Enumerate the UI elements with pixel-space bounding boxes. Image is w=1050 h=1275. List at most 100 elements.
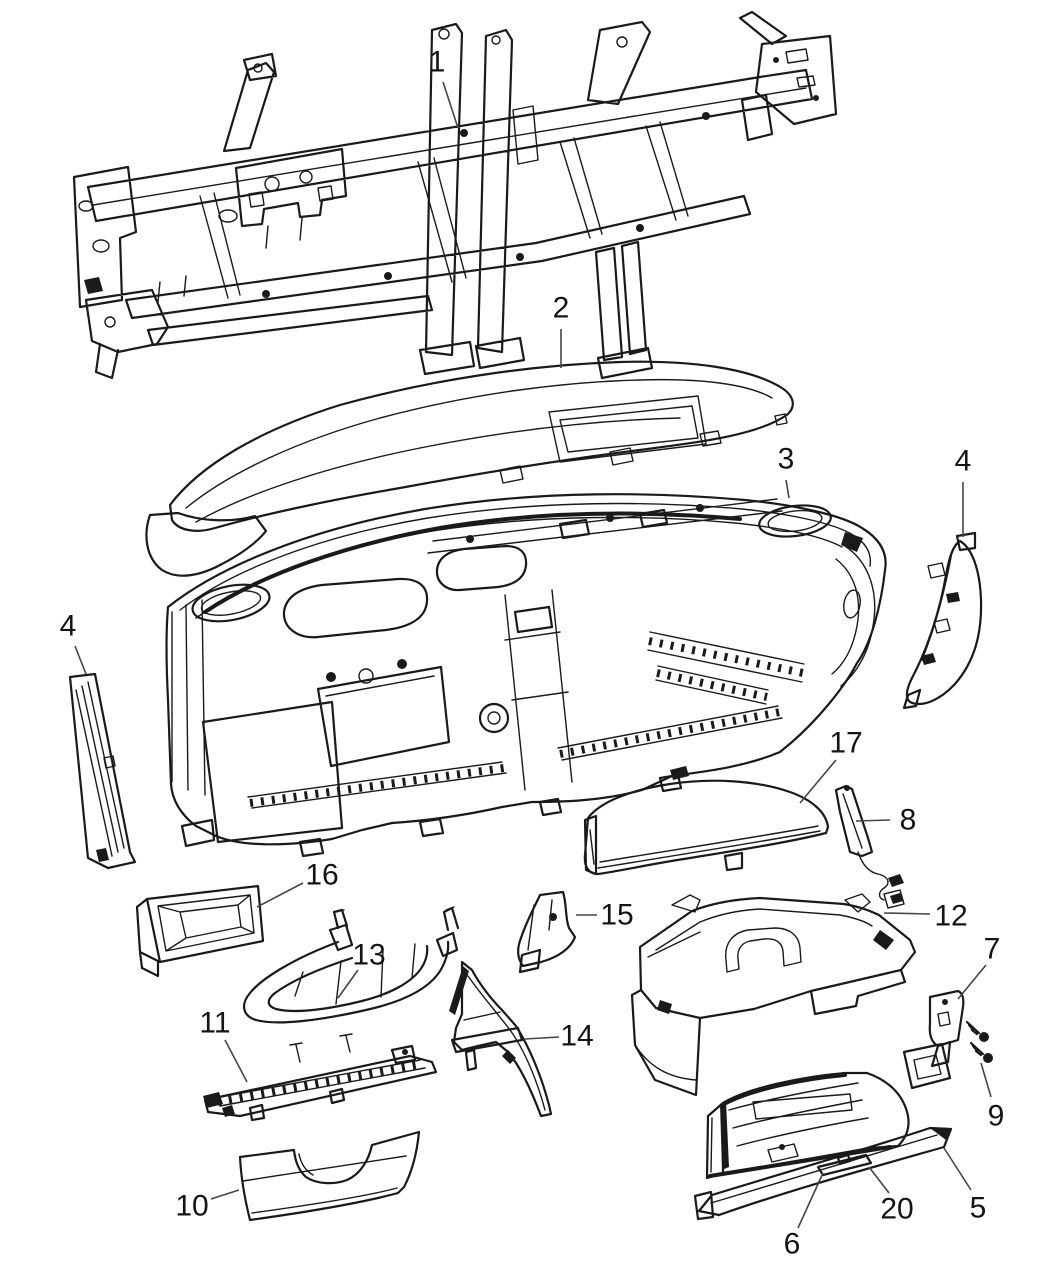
bracket15-details	[527, 899, 553, 951]
callout-10-leader	[210, 1189, 240, 1200]
part-20-latch	[816, 1153, 873, 1177]
endcap-right-details	[921, 551, 953, 661]
callout-20-label: 20	[880, 1193, 913, 1226]
callout-17-label: 17	[829, 727, 862, 760]
part-1-crossbeam	[72, 10, 838, 380]
callout-6-label: 6	[784, 1228, 801, 1261]
bin-outline	[135, 884, 265, 978]
hole	[616, 36, 628, 48]
callout-1-leader	[442, 81, 459, 129]
part-8-lamp-strip	[834, 784, 905, 909]
column-hole	[478, 702, 510, 734]
bin-details	[157, 894, 255, 952]
speaker-grille-right-inner	[767, 509, 823, 533]
ip-outline	[165, 493, 887, 846]
tube-outline	[242, 906, 460, 1024]
latch-detail	[823, 1156, 863, 1167]
callout-4-leader	[74, 645, 87, 675]
hole	[253, 63, 263, 73]
part-9-screws	[965, 1020, 993, 1063]
callout-2-label: 2	[553, 292, 570, 325]
housing-details	[634, 893, 873, 1081]
endcap-right-outline	[902, 531, 983, 710]
sill-rungs	[249, 637, 804, 807]
bar-rungs	[217, 1060, 423, 1106]
ip-accents	[326, 504, 863, 780]
endcap-left-details	[75, 681, 125, 857]
screw-head	[979, 1032, 989, 1042]
door5-details	[710, 1134, 938, 1204]
bar-accents	[203, 1049, 408, 1117]
callout-5-leader	[943, 1147, 972, 1191]
callout-3-label: 3	[778, 443, 795, 476]
part-2-top-cover	[145, 360, 794, 577]
sill-lines	[247, 631, 805, 809]
hole	[299, 170, 313, 184]
part-12-glovebox-housing	[630, 893, 917, 1097]
strip-accents	[844, 785, 904, 904]
bracket15-outline	[517, 890, 577, 974]
fastener-ring	[358, 668, 374, 684]
part-13-duct-tube	[242, 906, 460, 1024]
bar-outline	[203, 1044, 438, 1122]
hole	[104, 316, 116, 328]
pad-outline	[145, 360, 794, 577]
endcap-right-clips	[921, 592, 960, 665]
part-3-instrument-panel	[165, 493, 887, 858]
callout-17-leader	[799, 759, 837, 804]
bracket7-details	[913, 1011, 951, 1080]
bar-details	[214, 1033, 426, 1107]
bin6-outline	[705, 1071, 910, 1180]
hole	[78, 200, 94, 212]
callout-4-label: 4	[955, 445, 972, 478]
part-17-glovebox-door-cover	[583, 779, 830, 876]
bin6-accents	[720, 1101, 785, 1170]
endcap-left-accent	[96, 848, 109, 862]
callout-14-leader	[524, 1036, 560, 1040]
ip-rim-lines	[171, 498, 876, 796]
callout-7-label: 7	[984, 933, 1001, 966]
door-cover-details	[589, 825, 821, 869]
speaker-grille-left	[191, 583, 271, 623]
screw-head	[983, 1053, 993, 1063]
bin6-details	[710, 1082, 869, 1173]
beam-outline	[72, 10, 838, 380]
part-11-reinforcement-bar	[203, 1033, 438, 1122]
hole	[92, 239, 110, 253]
callout-5-label: 5	[970, 1192, 987, 1225]
vent-oval	[843, 589, 861, 619]
column-hole-inner	[487, 711, 501, 725]
callout-13-leader	[337, 969, 359, 999]
beam-details	[92, 48, 816, 303]
hole	[491, 35, 501, 45]
callout-14-label: 14	[560, 1020, 593, 1053]
panel10-outline	[238, 1130, 421, 1222]
door5-tip	[930, 1128, 951, 1140]
speaker-grille-right	[758, 504, 832, 538]
callout-20-leader	[868, 1166, 890, 1194]
callout-9-label: 9	[988, 1100, 1005, 1133]
bracket15-hole	[549, 913, 557, 921]
callout-15-label: 15	[600, 899, 633, 932]
part-15-bracket	[517, 890, 577, 974]
callout-11-leader	[224, 1039, 248, 1083]
callout-1-label: 1	[429, 46, 446, 79]
callout-16-label: 16	[305, 859, 338, 892]
tube-segments	[294, 906, 455, 1005]
bin6-shadow	[708, 1073, 892, 1178]
callout-3-leader	[785, 479, 790, 499]
pad-details	[185, 378, 788, 523]
hole	[218, 209, 238, 223]
callout-13-label: 13	[352, 939, 385, 972]
callout-11-label: 11	[199, 1007, 230, 1040]
speaker-grille-left-inner	[200, 590, 262, 616]
part-5-glovebox-door	[693, 1126, 953, 1221]
bracket7-outline	[902, 989, 965, 1090]
part-7-bracket	[902, 989, 965, 1090]
screw-shafts	[965, 1020, 985, 1057]
part-4-end-cap-right	[902, 531, 983, 710]
door-cover-outline	[583, 779, 830, 876]
